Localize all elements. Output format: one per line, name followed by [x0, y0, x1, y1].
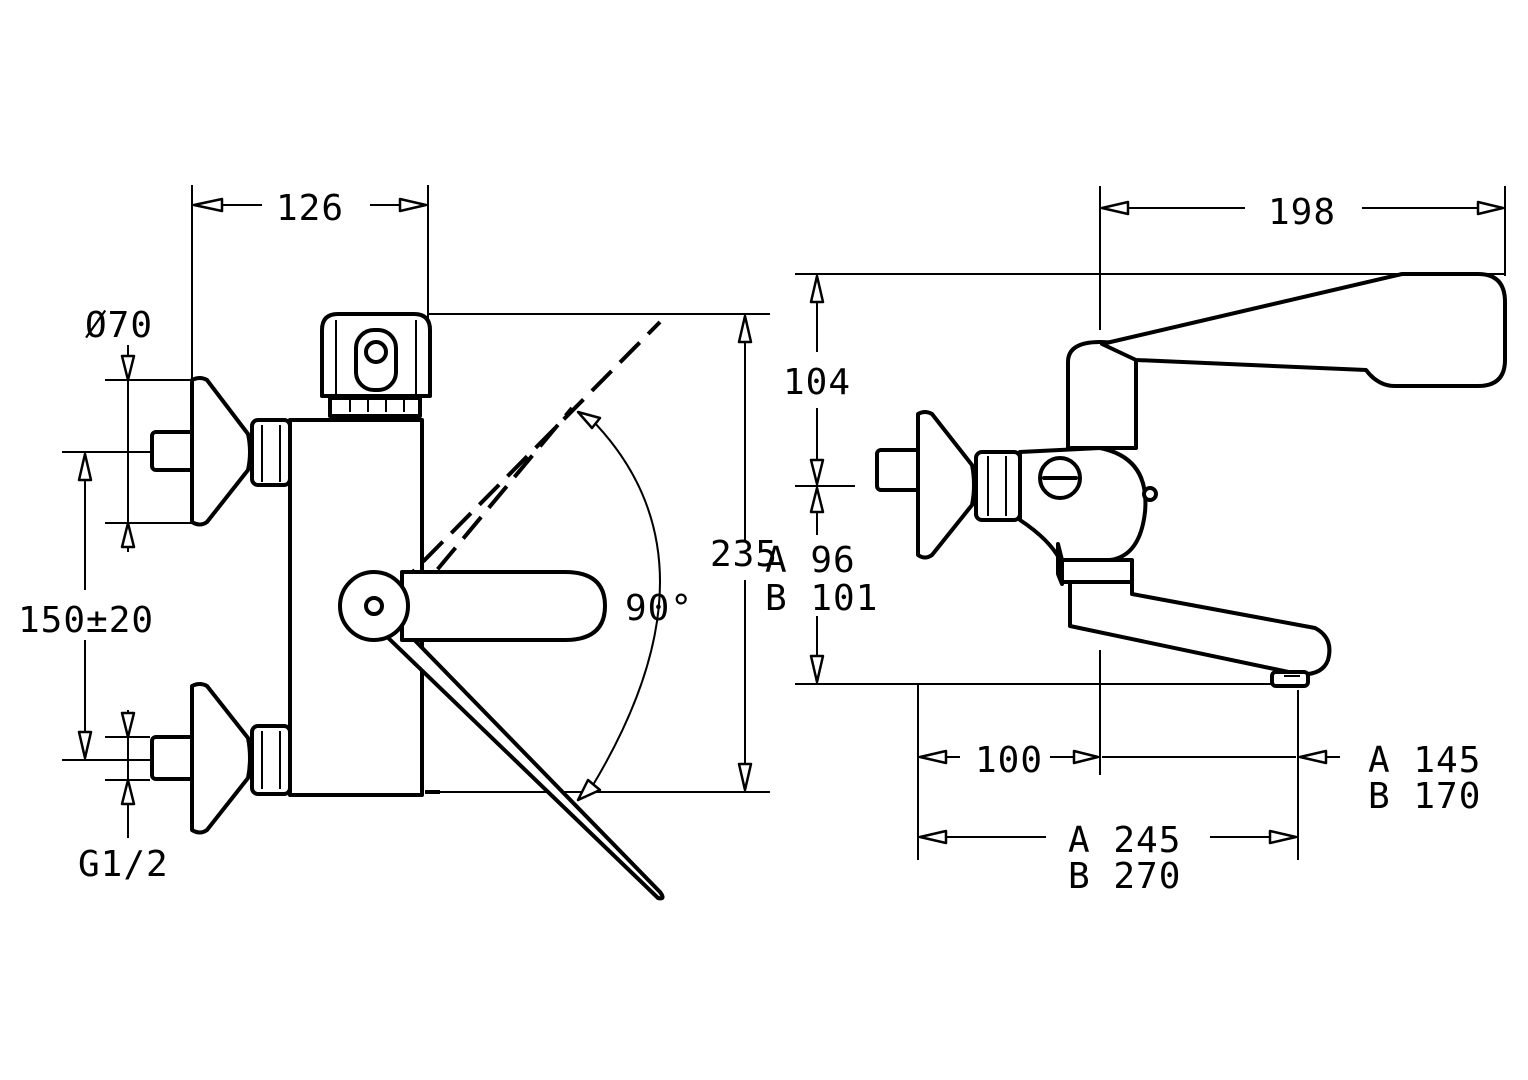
- arrow-right-icon: [1476, 200, 1505, 216]
- arrow-up-icon: [809, 486, 825, 514]
- arrow-down-icon: [77, 730, 93, 760]
- spout-b-label: B 170: [1368, 776, 1481, 817]
- arrow-left-icon: [192, 197, 224, 213]
- side-view: 198 104 A 96 B 101 100 A 145 B 170 A 245: [765, 186, 1507, 897]
- diameter-dimension-label: Ø70: [85, 305, 153, 346]
- width-dimension-label: 126: [276, 188, 344, 229]
- arrow-left-icon: [918, 829, 948, 845]
- lower-inlet: [150, 682, 292, 835]
- arrow-down-icon: [737, 762, 753, 792]
- spout-a-label: A 145: [1368, 740, 1481, 781]
- total-a-label: A 245: [1068, 820, 1181, 861]
- lower-height-a-label: A 96: [765, 540, 856, 581]
- arrow-left-icon: [1298, 749, 1328, 765]
- upper-height-label: 104: [783, 362, 851, 403]
- top-cap: [320, 312, 432, 418]
- arrow-down-icon: [809, 654, 825, 684]
- long-lever: [1100, 272, 1507, 388]
- side-inlet: [875, 410, 1022, 560]
- connection-label: G1/2: [78, 844, 169, 885]
- projection-dimension-label: 198: [1268, 192, 1336, 233]
- side-body: [1018, 446, 1148, 562]
- pivot-screw-icon: [364, 596, 384, 616]
- arrow-right-icon: [1268, 829, 1298, 845]
- horizontal-handle: [400, 570, 607, 642]
- arrow-right-icon: [398, 197, 428, 213]
- arrow-up-icon: [120, 778, 136, 806]
- arrow-left-icon: [1100, 200, 1130, 216]
- height-dimension-label: 235: [710, 534, 778, 575]
- angle-arc: [589, 417, 661, 791]
- arrow-left-icon: [918, 749, 948, 765]
- ring: [1060, 558, 1134, 584]
- lever-upper-dashed: [410, 406, 574, 602]
- aerator: [1270, 670, 1310, 688]
- front-view: 126 Ø70 150±20 G1/2 235 90°: [18, 185, 778, 901]
- angle-label: 90°: [625, 588, 693, 629]
- arrow-up-icon: [77, 452, 93, 482]
- arrow-down-icon: [809, 458, 825, 486]
- upper-inlet: [150, 376, 292, 527]
- centers-dimension-label: 150±20: [18, 600, 154, 641]
- arrow-up-icon: [120, 521, 136, 549]
- arrow-up-icon: [809, 274, 825, 304]
- handle-column: [1066, 340, 1138, 450]
- spout: [1068, 580, 1332, 677]
- arrow-icon: [576, 778, 602, 802]
- total-b-label: B 270: [1068, 856, 1181, 897]
- lower-height-b-label: B 101: [765, 578, 878, 619]
- arrow-right-icon: [1072, 749, 1100, 765]
- arrow-up-icon: [737, 314, 753, 344]
- offset-dimension-label: 100: [975, 740, 1043, 781]
- lever-lower: [378, 618, 665, 901]
- arrow-down-icon: [120, 354, 136, 382]
- arrow-icon: [576, 410, 602, 430]
- arrow-down-icon: [120, 711, 136, 739]
- lever-upper-dashed: [393, 320, 662, 592]
